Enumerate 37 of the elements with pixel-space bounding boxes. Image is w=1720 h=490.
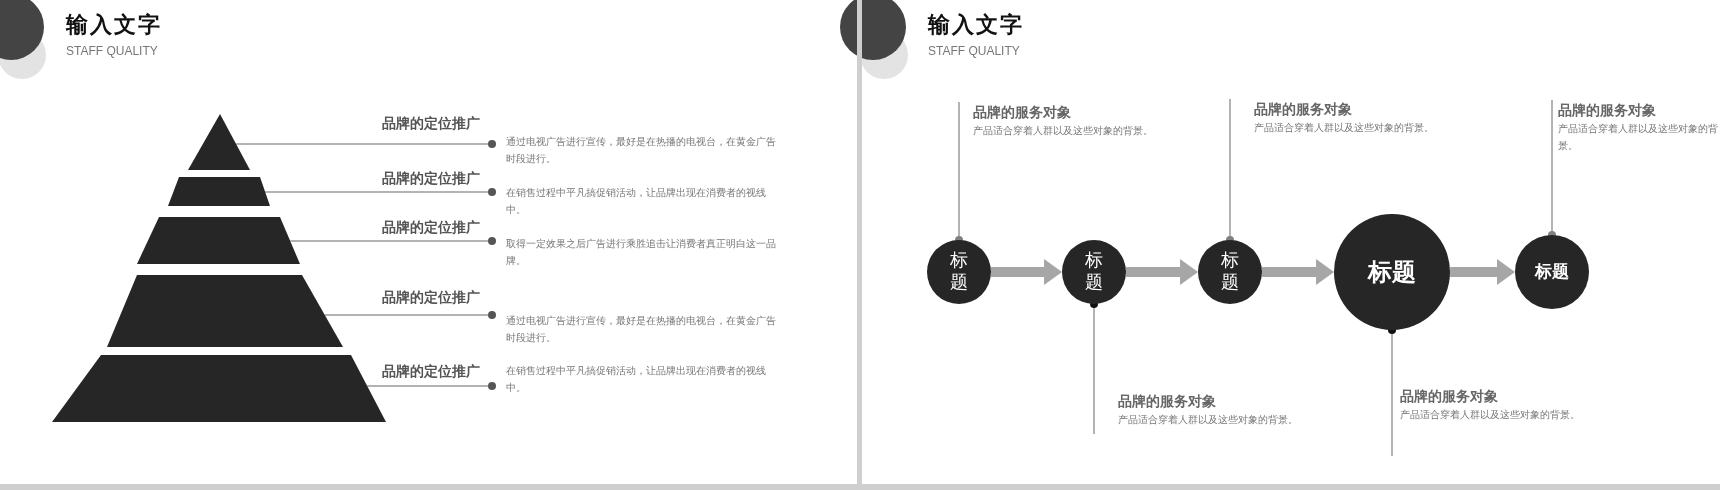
leader-line xyxy=(366,382,496,390)
edge-label: 品牌的定位推广 xyxy=(382,217,480,237)
edge-label: 品牌的定位推广 xyxy=(382,287,480,307)
description-text: 产品适合穿着人群以及这些对象的背景。 xyxy=(1400,408,1581,422)
arrow xyxy=(1262,259,1334,285)
leader-line xyxy=(235,140,496,148)
callout-heading: 品牌的服务对象 xyxy=(1400,387,1499,406)
arrow xyxy=(1450,259,1515,285)
slide-subtitle: STAFF QUALITY xyxy=(928,43,1020,60)
pyramid-layer xyxy=(168,177,270,206)
description-text: 在销售过程中平凡搞促销活动，让品牌出现在消费者的视线中。 xyxy=(506,364,767,395)
description-text: 产品适合穿着人群以及这些对象的背景。 xyxy=(1254,121,1435,135)
pyramid-layer xyxy=(107,275,343,347)
callout-heading: 品牌的服务对象 xyxy=(973,103,1072,122)
pyramid-layer xyxy=(137,217,300,264)
description-text: 在销售过程中平凡搞促销活动，让品牌出现在消费者的视线中。 xyxy=(506,186,767,217)
edge-label: 品牌的定位推广 xyxy=(382,361,480,381)
callout-heading: 品牌的服务对象 xyxy=(1558,101,1657,120)
slide-title: 输入文字 xyxy=(66,11,162,39)
arrow xyxy=(1126,259,1198,285)
description-text: 通过电视广告进行宣传，最好是在热播的电视台，在黄金广告时段进行。 xyxy=(506,314,776,345)
arrow xyxy=(991,259,1062,285)
slide-subtitle: STAFF QUALITY xyxy=(66,43,158,60)
description-text: 通过电视广告进行宣传，最好是在热播的电视台，在黄金广告时段进行。 xyxy=(506,135,776,166)
description-text: 产品适合穿着人群以及这些对象的背景。 xyxy=(1558,122,1718,153)
callout-heading: 品牌的服务对象 xyxy=(1118,392,1217,411)
description-text: 产品适合穿着人群以及这些对象的背景。 xyxy=(1118,413,1299,427)
description-text: 产品适合穿着人群以及这些对象的背景。 xyxy=(973,124,1154,138)
slide-title: 输入文字 xyxy=(928,11,1024,39)
description-text: 取得一定效果之后广告进行乘胜追击让消费者真正明白这一品牌。 xyxy=(506,237,776,268)
leader-line xyxy=(324,311,496,319)
callout-heading: 品牌的服务对象 xyxy=(1254,100,1353,119)
leader-line xyxy=(289,237,496,245)
edge-label: 品牌的定位推广 xyxy=(382,168,480,188)
leader-line xyxy=(264,188,496,196)
pyramid-layer xyxy=(188,114,250,170)
edge-label: 品牌的定位推广 xyxy=(382,113,480,133)
